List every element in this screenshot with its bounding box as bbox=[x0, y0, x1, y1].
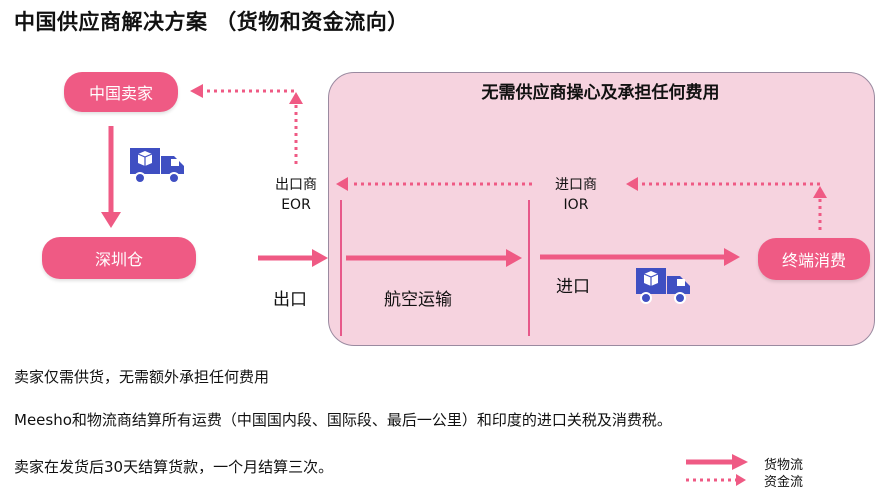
legend-goods-flow-label: 货物流 bbox=[764, 458, 804, 473]
air-transport-label: 航空运输 bbox=[384, 290, 452, 310]
money-arrow-to-exporter bbox=[336, 177, 532, 191]
no-cost-zone-title: 无需供应商操心及承担任何费用 bbox=[481, 83, 720, 103]
money-arrow-exporter-up bbox=[289, 92, 303, 164]
importer-label-line2: IOR bbox=[563, 197, 589, 213]
money-arrow-consumer-up bbox=[813, 186, 827, 230]
no-cost-zone-box bbox=[328, 72, 875, 346]
legend-money-flow-label: 资金流 bbox=[764, 475, 804, 490]
china-seller-node: 中国卖家 bbox=[64, 72, 178, 112]
goods-arrow-import bbox=[540, 248, 740, 266]
goods-arrow-seller-to-warehouse bbox=[101, 126, 121, 228]
exporter-label-line1: 出口商 bbox=[275, 177, 317, 193]
divider-line-right bbox=[528, 200, 530, 336]
money-arrow-to-seller bbox=[190, 84, 294, 98]
divider-line-left bbox=[340, 200, 342, 336]
china-seller-label: 中国卖家 bbox=[88, 84, 153, 103]
goods-arrow-air bbox=[346, 249, 522, 267]
legend-goods-flow-line bbox=[686, 454, 748, 470]
page-title: 中国供应商解决方案 （货物和资金流向） bbox=[14, 10, 409, 34]
shenzhen-warehouse-node: 深圳仓 bbox=[42, 237, 196, 279]
end-consumer-label: 终端消费 bbox=[781, 251, 846, 270]
importer-label-line1: 进口商 bbox=[555, 177, 597, 193]
exporter-label-line2: EOR bbox=[281, 197, 311, 213]
truck-icon bbox=[635, 267, 691, 304]
import-label: 进口 bbox=[556, 277, 590, 297]
exporter-label: 出口商 EOR bbox=[262, 175, 330, 215]
importer-label: 进口商 IOR bbox=[542, 175, 610, 215]
export-label: 出口 bbox=[273, 290, 307, 310]
end-consumer-node: 终端消费 bbox=[758, 238, 870, 280]
note-line-3: 卖家在发货后30天结算货款，一个月结算三次。 bbox=[14, 458, 334, 476]
money-arrow-to-importer bbox=[626, 177, 820, 191]
note-line-2: Meesho和物流商结算所有运费（中国国内段、国际段、最后一公里）和印度的进口关… bbox=[14, 411, 672, 429]
goods-arrow-export bbox=[258, 249, 328, 267]
shenzhen-warehouse-label: 深圳仓 bbox=[94, 250, 143, 269]
truck-icon bbox=[129, 147, 185, 184]
note-line-1: 卖家仅需供货，无需额外承担任何费用 bbox=[14, 368, 270, 386]
legend-money-flow-line bbox=[686, 474, 746, 486]
